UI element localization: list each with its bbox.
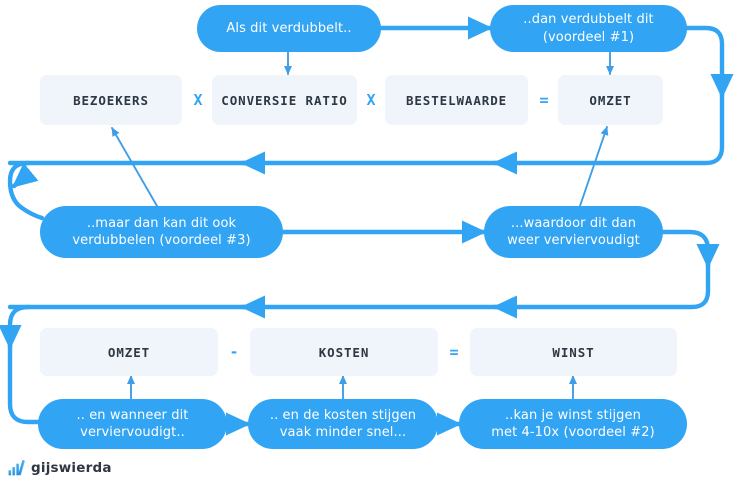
term-winst[interactable]: WINST: [470, 328, 677, 376]
wire-left-curl-upper-arrow: [11, 162, 39, 189]
wire-pill3-to-bezoekers: [111, 127, 158, 207]
wire-pill4-to-omzet: [579, 126, 609, 207]
term-bestelwaarde[interactable]: BESTELWAARDE: [385, 75, 528, 125]
footer-logo[interactable]: gijswierda: [8, 459, 112, 476]
pill-als-dit-verdubbelt[interactable]: Als dit verdubbelt..: [197, 5, 381, 52]
operator-minus-1: -: [229, 343, 239, 361]
wire-right-loop-middle: [7, 229, 711, 310]
brand-name: gijswierda: [31, 459, 112, 476]
term-conversie-ratio[interactable]: CONVERSIE RATIO: [212, 75, 357, 125]
term-omzet[interactable]: OMZET: [558, 75, 663, 125]
operator-multiply-1: X: [193, 91, 203, 109]
wire-left-curl-upper: [7, 160, 45, 221]
term-omzet-2[interactable]: OMZET: [40, 328, 218, 376]
operator-equals-1: =: [539, 91, 549, 109]
term-kosten[interactable]: KOSTEN: [250, 328, 438, 376]
wire-left-curl-lower: [7, 304, 43, 425]
pill-dan-verdubbelt-dit[interactable]: ..dan verdubbelt dit(voordeel #1): [490, 5, 687, 52]
operator-equals-2: =: [449, 343, 459, 361]
operator-multiply-2: X: [366, 91, 376, 109]
term-bezoekers[interactable]: BEZOEKERS: [40, 75, 182, 125]
bar-chart-logo-icon: [8, 460, 25, 476]
